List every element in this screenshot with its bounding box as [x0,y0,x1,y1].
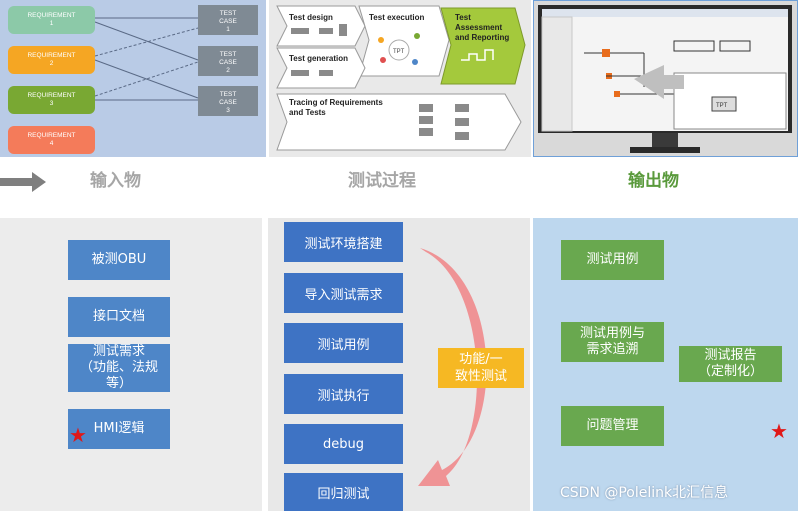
output-issue-management-box: 问题管理 [561,406,664,446]
outputs-caption: 输出物 [628,171,679,191]
step-test-cases-box: 测试用例 [284,323,403,363]
step-debug-box: debug [284,424,403,464]
star-icon: ★ [69,423,87,447]
test-case-1-card: TEST CASE 1 [198,5,258,35]
process-panel: 测试环境搭建 导入测试需求 测试用例 测试执行 debug 回归测试 功能/一 … [268,218,530,511]
monitor-screenshot-graphic: TPT [538,5,792,153]
svg-text:TPT: TPT [393,49,405,55]
watermark: CSDN @Polelink北汇信息 [560,485,729,501]
inputs-illustration-panel: REQUIREMENT 1 REQUIREMENT 2 REQUIREMENT … [0,0,266,157]
step-test-execution-label: 测试执行 [317,388,370,404]
input-obu-box: 被测OBU [68,240,170,280]
input-test-requirements-box: 测试需求 （功能、法规 等） [68,344,170,392]
step-test-cases-label: 测试用例 [317,337,370,353]
input-hmi-logic-label: HMI逻辑 [93,421,145,436]
test-case-3-card: TEST CASE 3 [198,86,258,116]
output-test-cases-label: 测试用例 [586,252,639,267]
flow-arrow-icon [0,172,46,192]
inputs-caption: 输入物 [90,171,141,191]
requirement-1-label: REQUIREMENT 1 [27,12,76,27]
requirement-2-label: REQUIREMENT 2 [27,52,76,67]
test-execution-label: Test execution [369,13,425,22]
requirement-4-card: REQUIREMENT 4 [8,126,95,154]
test-design-label: Test design [289,13,333,22]
tracing-label: Tracing of Requirements and Tests [289,98,383,117]
test-generation-label: Test generation [289,54,348,63]
output-test-report-box: 测试报告 （定制化） [679,346,782,382]
functional-conformance-label: 功能/一 致性测试 [454,352,507,384]
trace-lines [94,17,199,101]
requirement-3-card: REQUIREMENT 3 [8,86,95,114]
outputs-illustration-panel: TPT [533,0,798,157]
requirement-3-label: REQUIREMENT 3 [27,92,76,107]
process-illustration-panel: TPT Test design Test execution Test Asse… [269,0,531,157]
output-issue-management-label: 问题管理 [586,418,639,433]
step-import-requirements-label: 导入测试需求 [304,287,383,303]
requirement-4-label: REQUIREMENT 4 [27,132,76,147]
requirement-2-card: REQUIREMENT 2 [8,46,95,74]
outputs-panel: 测试用例 测试用例与 需求追溯 测试报告 （定制化） 问题管理 ★ [533,218,798,511]
step-debug-label: debug [323,436,364,452]
test-case-2-label: TEST CASE 2 [219,51,237,74]
input-test-requirements-label: 测试需求 （功能、法规 等） [79,344,158,391]
requirement-1-card: REQUIREMENT 1 [8,6,95,34]
test-assessment-label: Test Assessment and Reporting [455,13,510,42]
process-caption: 测试过程 [348,171,416,191]
inputs-panel: 被测OBU 接口文档 测试需求 （功能、法规 等） HMI逻辑 ★ [0,218,262,511]
loop-arrow-graphic [418,248,487,486]
step-test-execution-box: 测试执行 [284,374,403,414]
svg-text:TPT: TPT [716,103,728,109]
input-hmi-logic-box: HMI逻辑 [68,409,170,449]
star-icon: ★ [770,419,788,443]
output-test-report-label: 测试报告 （定制化） [697,348,763,379]
output-traceability-label: 测试用例与 需求追溯 [579,326,645,357]
test-case-3-label: TEST CASE 3 [219,91,237,114]
step-env-setup-label: 测试环境搭建 [304,236,383,252]
process-flow-graphic: TPT [276,5,526,151]
test-case-2-card: TEST CASE 2 [198,46,258,76]
functional-conformance-box: 功能/一 致性测试 [438,348,524,388]
step-import-requirements-box: 导入测试需求 [284,273,403,313]
input-interface-doc-label: 接口文档 [92,309,145,324]
output-test-cases-box: 测试用例 [561,240,664,280]
input-obu-label: 被测OBU [91,252,147,267]
output-traceability-box: 测试用例与 需求追溯 [561,322,664,362]
step-regression-box: 回归测试 [284,473,403,511]
step-regression-label: 回归测试 [317,486,370,502]
test-case-1-label: TEST CASE 1 [219,10,237,33]
input-interface-doc-box: 接口文档 [68,297,170,337]
step-env-setup-box: 测试环境搭建 [284,222,403,262]
